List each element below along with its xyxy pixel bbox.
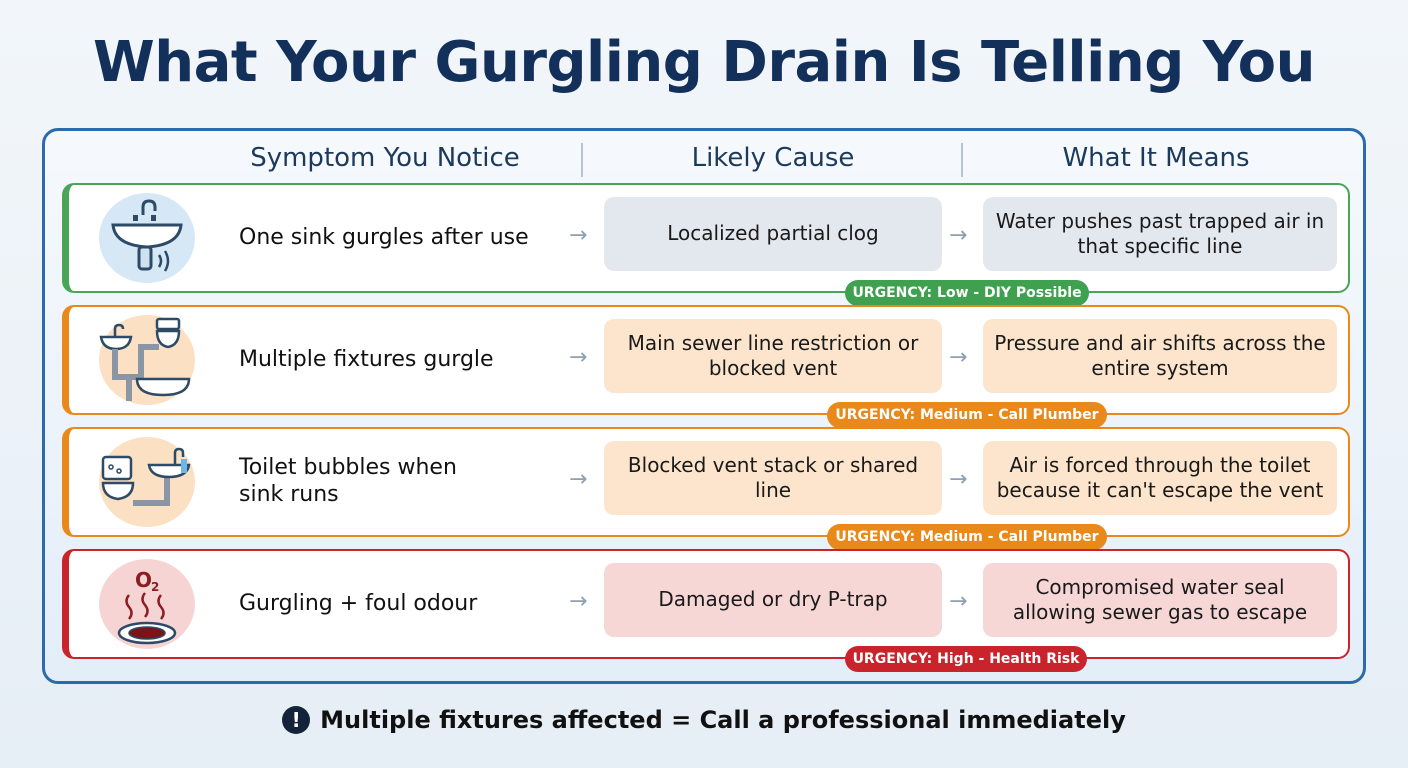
arrow-icon: → bbox=[949, 223, 968, 248]
arrow-icon: → bbox=[569, 345, 588, 370]
header-symptom: Symptom You Notice bbox=[250, 143, 520, 173]
table-row-medium: Multiple fixtures gurgle → Main sewer li… bbox=[62, 305, 1350, 428]
svg-text:O: O bbox=[135, 568, 152, 592]
urgency-badge-low: URGENCY: Low - DIY Possible bbox=[845, 280, 1089, 306]
table-row-low: One sink gurgles after use → Localized p… bbox=[62, 183, 1350, 306]
footer-text: Multiple fixtures affected = Call a prof… bbox=[320, 706, 1126, 734]
cause-box: Main sewer line restriction or blocked v… bbox=[604, 319, 942, 393]
cause-box: Blocked vent stack or shared line bbox=[604, 441, 942, 515]
cause-box: Localized partial clog bbox=[604, 197, 942, 271]
exclamation-icon: ! bbox=[282, 706, 311, 734]
sink-icon bbox=[99, 193, 195, 283]
meaning-box: Air is forced through the toilet because… bbox=[983, 441, 1337, 515]
symptom-text: Gurgling + foul odour bbox=[239, 590, 478, 616]
header-divider bbox=[581, 143, 583, 177]
toilet-sink-icon bbox=[99, 437, 195, 527]
table-row-high: O 2 Gurgling + foul odour → Damaged or d… bbox=[62, 549, 1350, 672]
symptom-text: Multiple fixtures gurgle bbox=[239, 346, 494, 372]
cause-box: Damaged or dry P-trap bbox=[604, 563, 942, 637]
meaning-box: Water pushes past trapped air in that sp… bbox=[983, 197, 1337, 271]
urgency-badge-high: URGENCY: High - Health Risk bbox=[845, 646, 1087, 672]
header-cause: Likely Cause bbox=[691, 143, 855, 173]
symptom-text: One sink gurgles after use bbox=[239, 224, 529, 250]
meaning-box: Compromised water seal allowing sewer ga… bbox=[983, 563, 1337, 637]
symptom-text: Toilet bubbles when sink runs bbox=[239, 455, 457, 507]
header-divider bbox=[961, 143, 963, 177]
page-title: What Your Gurgling Drain Is Telling You bbox=[92, 30, 1316, 95]
arrow-icon: → bbox=[569, 467, 588, 492]
symptom-table: Symptom You Notice Likely Cause What It … bbox=[42, 128, 1366, 684]
arrow-icon: → bbox=[569, 223, 588, 248]
multiple-fixtures-icon bbox=[99, 315, 195, 405]
arrow-icon: → bbox=[949, 345, 968, 370]
arrow-icon: → bbox=[949, 589, 968, 614]
meaning-box: Pressure and air shifts across the entir… bbox=[983, 319, 1337, 393]
footer-warning: ! Multiple fixtures affected = Call a pr… bbox=[0, 706, 1408, 734]
urgency-badge-medium: URGENCY: Medium - Call Plumber bbox=[827, 524, 1107, 550]
arrow-icon: → bbox=[569, 589, 588, 614]
header-means: What It Means bbox=[1062, 143, 1250, 173]
arrow-icon: → bbox=[949, 467, 968, 492]
svg-text:2: 2 bbox=[151, 580, 159, 594]
foul-odour-drain-icon: O 2 bbox=[99, 559, 195, 649]
urgency-badge-medium: URGENCY: Medium - Call Plumber bbox=[827, 402, 1107, 428]
table-row-medium: Toilet bubbles when sink runs → Blocked … bbox=[62, 427, 1350, 550]
